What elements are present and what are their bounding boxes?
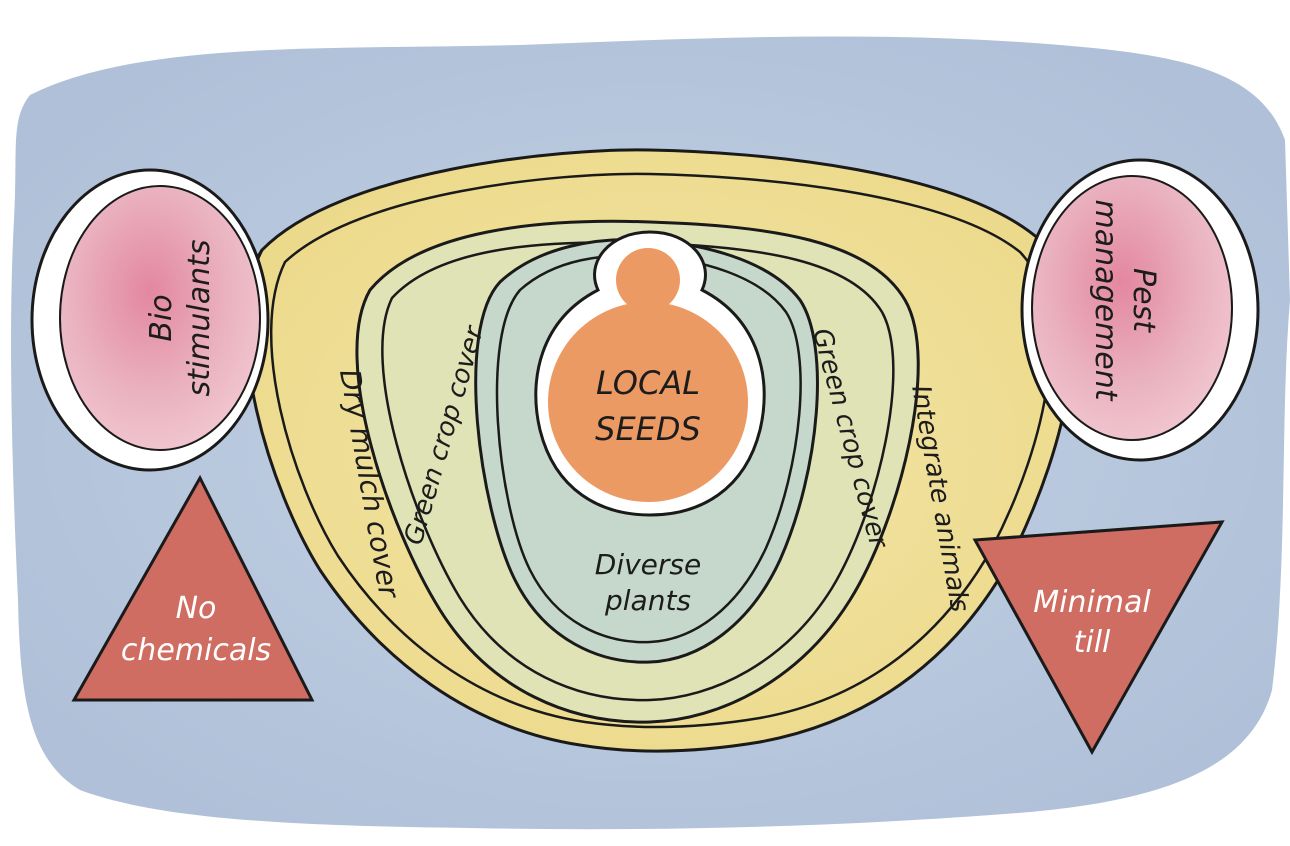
pest-label-line2: management [1088,200,1123,402]
minimal-till-line1: Minimal [1033,585,1151,620]
local-seeds-circle [548,302,748,502]
bio-label-line2: stimulants [182,239,217,396]
small-seed-circle [616,248,680,312]
no-chemicals-triangle [71,474,315,702]
no-chemicals-line2: chemicals [121,633,271,668]
no-chemicals-line1: No [176,591,217,626]
minimal-till-triangle [972,520,1225,756]
local-seeds-line1: LOCAL [596,364,700,402]
local-seeds-line2: SEEDS [595,410,701,448]
bio-stimulants-oval [59,185,261,451]
outer-yellow-inner-line [269,172,1052,729]
bio-label-line1: Bio [144,294,179,341]
pest-label-line1: Pest [1126,268,1161,333]
pest-management-oval [1031,175,1233,441]
diverse-plants-line2: plants [604,584,691,617]
minimal-till-line2: till [1074,625,1111,660]
diverse-plants-line1: Diverse [595,548,701,581]
